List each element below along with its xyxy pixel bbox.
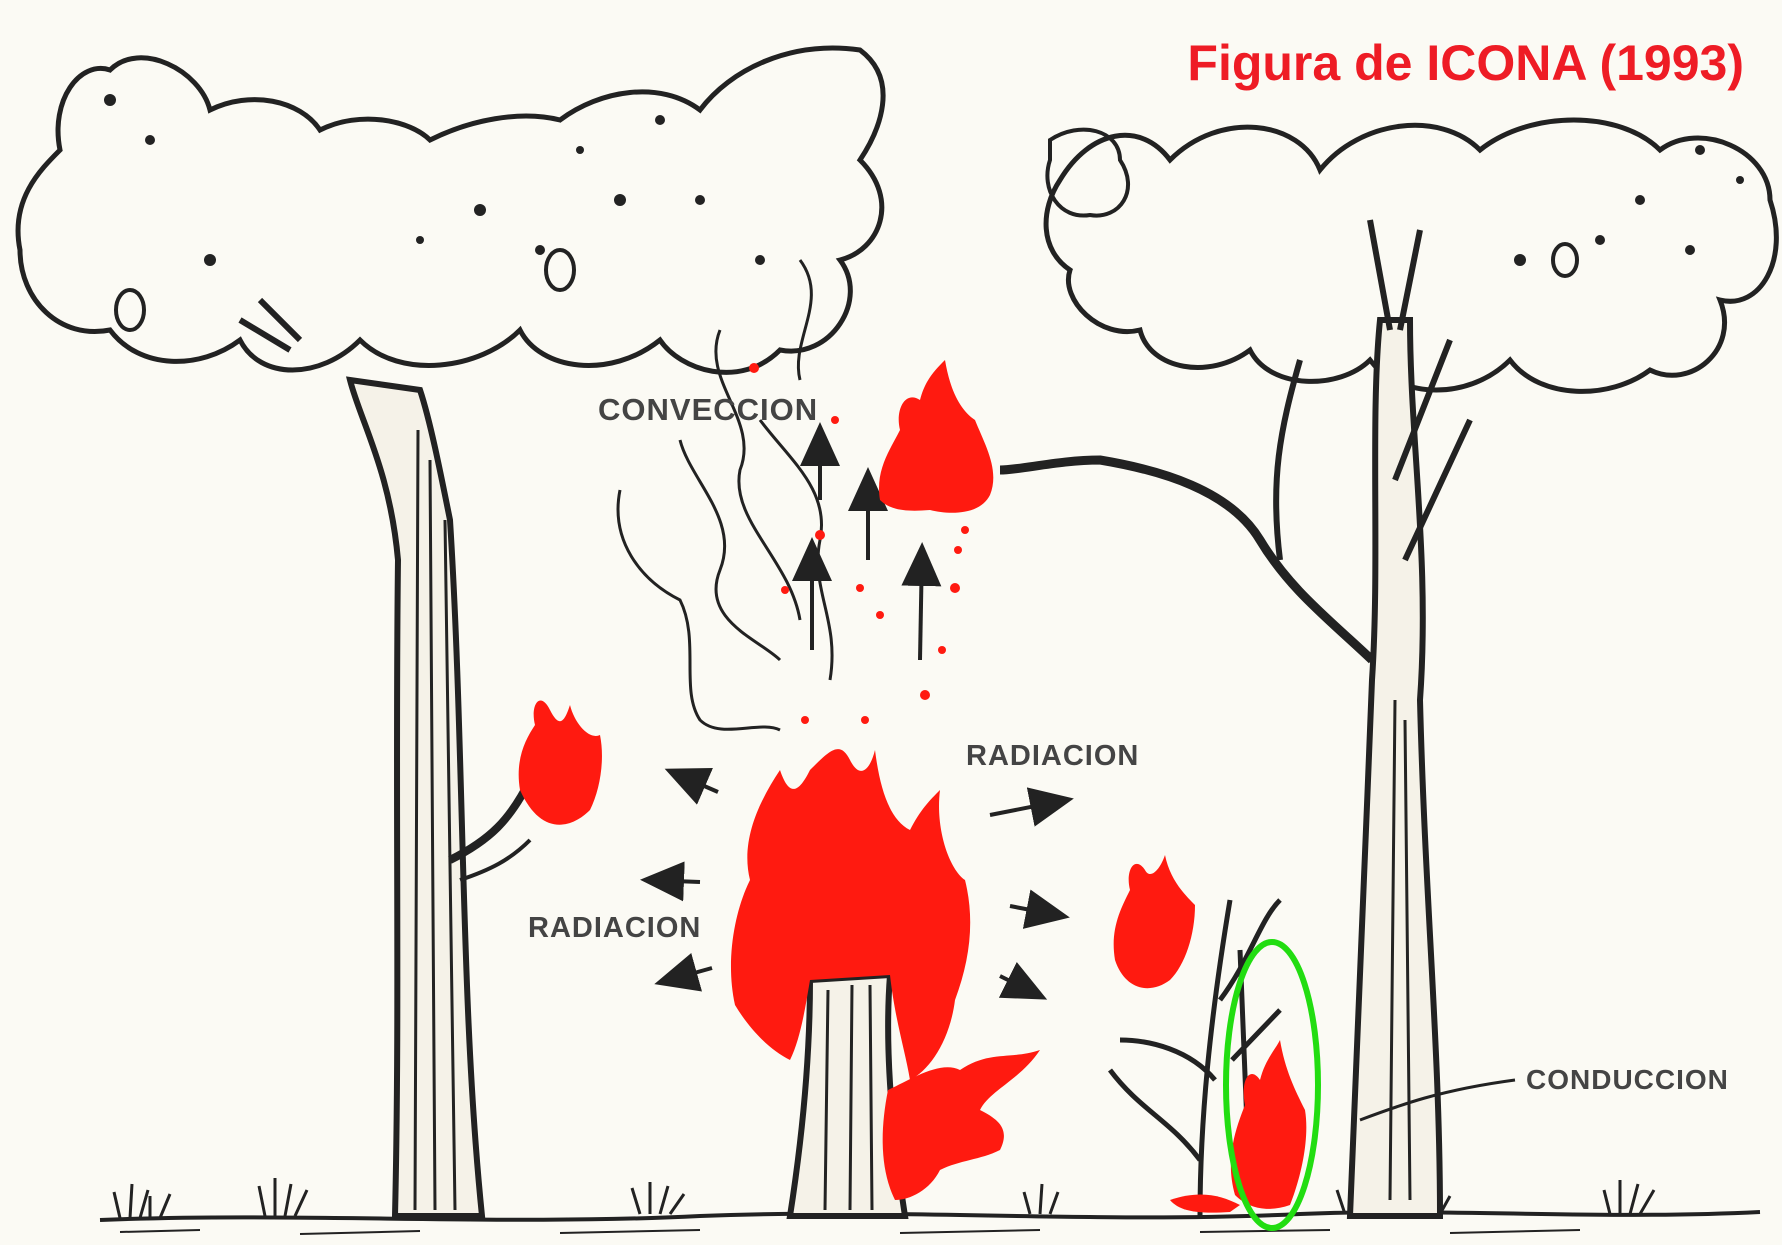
conduction-label: CONDUCCION <box>1526 1064 1729 1096</box>
radiation-label-right: RADIACION <box>966 740 1139 773</box>
convection-label: CONVECCION <box>598 392 818 428</box>
radiation-label-left: RADIACION <box>528 912 701 945</box>
right-tree <box>1000 120 1776 1216</box>
ground <box>100 1212 1760 1234</box>
left-tree <box>18 48 883 1216</box>
source-caption: Figura de ICONA (1993) <box>1187 34 1744 92</box>
convection-smoke <box>618 260 832 730</box>
